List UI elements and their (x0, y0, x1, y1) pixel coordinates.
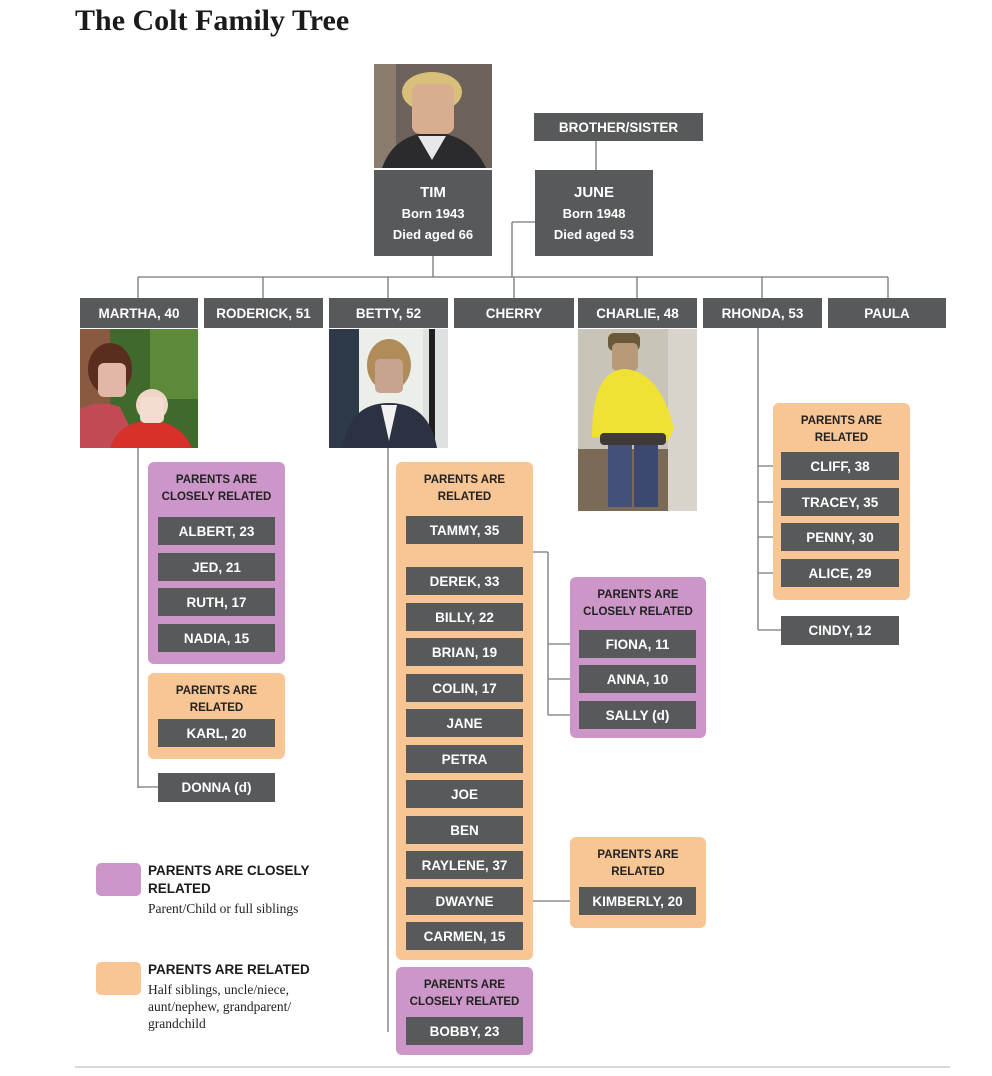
member-box: RAYLENE, 37 (406, 851, 523, 879)
charlie-photo (578, 329, 697, 511)
member-box: BOBBY, 23 (406, 1017, 523, 1045)
member-box: KARL, 20 (158, 719, 275, 747)
member-box: SALLY (d) (579, 701, 696, 729)
member-box: BILLY, 22 (406, 603, 523, 631)
sibling-box: BROTHER/SISTER (534, 113, 703, 141)
page-title: The Colt Family Tree (75, 4, 350, 37)
group-heading: PARENTS ARE RELATED (423, 474, 506, 503)
member-box: ANNA, 10 (579, 665, 696, 693)
tim-photo (374, 64, 492, 168)
legend-title: PARENTS ARE CLOSELY RELATED (148, 863, 310, 896)
member-box: JANE (406, 709, 523, 737)
child-box: RHONDA, 53 (703, 298, 822, 328)
member-box: TAMMY, 35 (406, 516, 523, 544)
child-box: MARTHA, 40 (80, 298, 198, 328)
child-box: CHARLIE, 48 (578, 298, 697, 328)
child-box: RODERICK, 51 (204, 298, 323, 328)
parent-born: Born 1948 (562, 205, 626, 221)
group-heading: PARENTS ARE RELATED (800, 415, 883, 444)
member-box: BEN (406, 816, 523, 844)
member-box: CARMEN, 15 (406, 922, 523, 950)
member-box: DONNA (d) (158, 773, 275, 802)
legend-swatch-closely-related (96, 863, 141, 896)
parent-died: Died aged 66 (392, 226, 474, 242)
member-box: CLIFF, 38 (781, 452, 899, 480)
member-box: TRACEY, 35 (781, 488, 899, 516)
member-box: JOE (406, 780, 523, 808)
member-box: DWAYNE (406, 887, 523, 915)
martha-photo (80, 329, 198, 448)
group-heading: PARENTS ARE RELATED (597, 849, 679, 878)
parent-box-tim: TIM Born 1943 Died aged 66 (374, 170, 492, 256)
member-box: KIMBERLY, 20 (579, 887, 696, 915)
member-box: FIONA, 11 (579, 630, 696, 658)
member-box: PENNY, 30 (781, 523, 899, 551)
child-box: CHERRY (454, 298, 574, 328)
group-heading: PARENTS ARE CLOSELY RELATED (161, 474, 272, 503)
member-box: JED, 21 (158, 553, 275, 581)
parent-box-june: JUNE Born 1948 Died aged 53 (535, 170, 653, 256)
legend-title: PARENTS ARE RELATED (148, 962, 310, 977)
member-box: CINDY, 12 (781, 616, 899, 645)
member-box: DEREK, 33 (406, 567, 523, 595)
parent-died: Died aged 53 (553, 226, 635, 242)
parent-born: Born 1943 (401, 205, 465, 221)
child-box: PAULA (828, 298, 946, 328)
member-box: NADIA, 15 (158, 624, 275, 652)
parent-name: JUNE (573, 183, 614, 201)
group-heading: PARENTS ARE CLOSELY RELATED (409, 979, 520, 1008)
betty-photo (329, 329, 448, 448)
member-box: PETRA (406, 745, 523, 773)
legend-desc: Half siblings, uncle/niece, aunt/nephew,… (148, 982, 292, 1031)
group-heading: PARENTS ARE RELATED (175, 685, 258, 714)
member-box: RUTH, 17 (158, 588, 275, 616)
bottom-divider (75, 1066, 950, 1068)
group-heading: PARENTS ARE CLOSELY RELATED (583, 589, 693, 618)
member-box: BRIAN, 19 (406, 638, 523, 666)
member-box: COLIN, 17 (406, 674, 523, 702)
legend-swatch-related (96, 962, 141, 995)
child-box: BETTY, 52 (329, 298, 448, 328)
parent-name: TIM (420, 183, 446, 201)
legend-desc: Parent/Child or full siblings (148, 901, 299, 916)
member-box: ALICE, 29 (781, 559, 899, 587)
member-box: ALBERT, 23 (158, 517, 275, 545)
